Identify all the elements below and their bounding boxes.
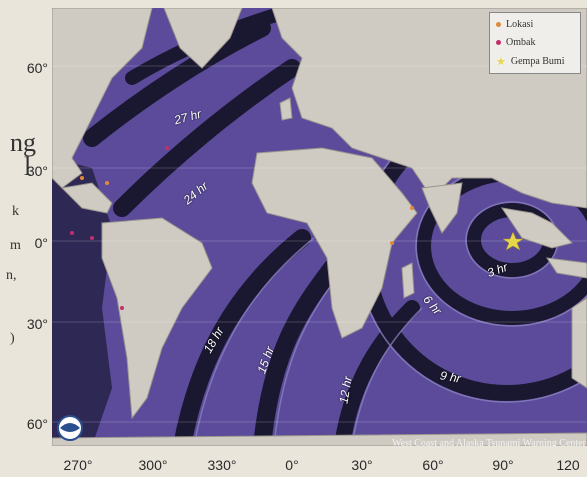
lon-label-330: 330°: [207, 457, 237, 473]
news-fragment-5: n,: [6, 268, 17, 283]
observation-markers: [70, 146, 414, 310]
lon-label-0: 0°: [285, 457, 299, 473]
legend-label-ombak: Ombak: [506, 37, 536, 48]
news-fragment-3: k: [12, 204, 19, 219]
british-isles: [279, 97, 293, 121]
legend-item-ombak: Ombak: [496, 37, 535, 48]
legend-dot-ombak: [496, 40, 501, 45]
lat-label-30n: 30°: [26, 163, 48, 179]
lat-label-0: 0°: [34, 235, 48, 251]
news-fragment-4: m: [10, 238, 21, 253]
lon-label-270: 270°: [63, 457, 93, 473]
noaa-logo: [57, 415, 83, 441]
map-legend: Lokasi Ombak ★ Gempa Bumi: [489, 12, 581, 74]
australia: [571, 297, 587, 389]
lat-label-60n: 60°: [26, 60, 48, 76]
africa: [251, 147, 418, 339]
news-fragment-1: ng: [10, 128, 36, 157]
lon-label-30: 30°: [351, 457, 373, 473]
lon-label-120: 120: [556, 457, 580, 473]
india: [421, 182, 463, 234]
legend-item-gempa-bumi: ★ Gempa Bumi: [496, 55, 564, 68]
central-america: [60, 182, 113, 214]
epicenter-star-icon: [502, 231, 524, 251]
greenland: [163, 8, 243, 69]
lon-label-60: 60°: [422, 457, 444, 473]
legend-label-gempa-bumi: Gempa Bumi: [510, 56, 565, 67]
legend-label-lokasi: Lokasi: [506, 19, 534, 30]
pacific-ocean: [52, 158, 112, 446]
sumatra: [500, 207, 573, 249]
south-america: [101, 217, 213, 420]
north-america: [52, 8, 153, 189]
antarctica: [52, 432, 587, 446]
legend-dot-lokasi: [496, 22, 501, 27]
legend-item-lokasi: Lokasi: [496, 19, 533, 30]
lat-label-30s: 30°: [26, 316, 48, 332]
news-fragment-2: l: [24, 152, 32, 181]
credit-text: West Coast and Alaska Tsunami Warning Ce…: [392, 438, 586, 446]
lat-label-60s: 60°: [26, 416, 48, 432]
lon-label-300: 300°: [138, 457, 168, 473]
legend-star-icon: ★: [496, 56, 506, 68]
news-fragment-6: ): [10, 331, 15, 346]
tsunami-travel-time-map: 27 hr 24 hr 18 hr 15 hr 12 hr 9 hr 6 hr …: [52, 8, 587, 446]
madagascar: [401, 262, 415, 299]
java: [545, 257, 587, 279]
lon-label-90: 90°: [492, 457, 514, 473]
